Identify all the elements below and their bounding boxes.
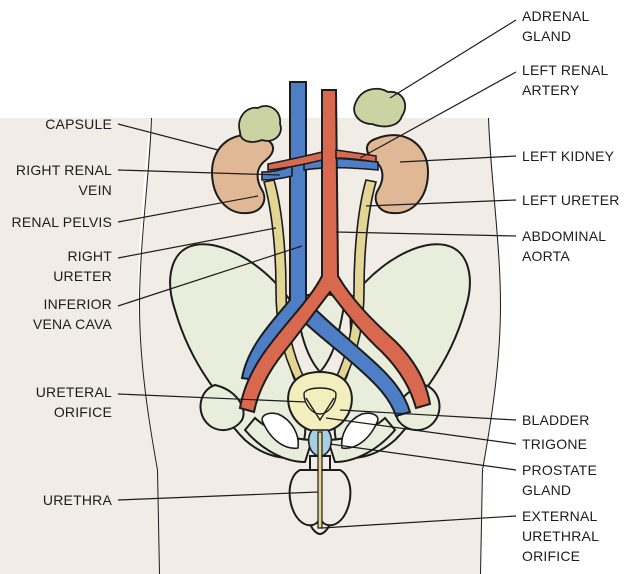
label-urethra: URETHRA bbox=[43, 490, 112, 510]
label-right-renal-vein-line-1: RIGHT RENAL bbox=[15, 162, 112, 178]
leader-right-ureter bbox=[117, 227, 277, 259]
leader-lines bbox=[117, 19, 517, 529]
label-right-renal-vein-line-2: VEIN bbox=[78, 182, 112, 198]
label-renal-pelvis-line-1: RENAL PELVIS bbox=[11, 214, 112, 230]
label-external-urethral-orifice-line-1: EXTERNAL bbox=[522, 508, 598, 524]
leader-left-kidney bbox=[399, 155, 517, 163]
label-left-ureter-line-1: LEFT URETER bbox=[522, 192, 620, 208]
abdominal-aorta bbox=[238, 89, 432, 414]
leader-left-renal-artery bbox=[359, 71, 517, 159]
label-inferior-vena-cava-line-2: VENA CAVA bbox=[32, 316, 112, 332]
bladder-inner bbox=[303, 387, 337, 415]
leader-ureteral-orifice bbox=[117, 393, 307, 403]
label-right-renal-vein: RIGHT RENAL VEIN bbox=[16, 160, 112, 200]
label-right-ureter-line-1: RIGHT bbox=[67, 248, 112, 264]
label-renal-pelvis: RENAL PELVIS bbox=[12, 212, 112, 232]
label-urethra-line-1: URETHRA bbox=[42, 492, 112, 508]
label-inferior-vena-cava-line-1: INFERIOR bbox=[43, 296, 112, 312]
right-renal-vein bbox=[261, 164, 293, 181]
leader-left-ureter bbox=[365, 199, 517, 207]
label-ureteral-orifice-line-1: URETERAL bbox=[35, 384, 112, 400]
label-adrenal-gland-line-1: ADRENAL bbox=[522, 8, 590, 24]
leader-capsule bbox=[117, 123, 219, 151]
label-external-urethral-orifice-line-2: URETHRAL bbox=[522, 528, 600, 544]
label-prostate-gland-line-1: PROSTATE bbox=[522, 462, 597, 478]
left-renal-artery bbox=[335, 149, 377, 163]
left-adrenal-gland bbox=[353, 87, 407, 128]
leader-right-renal-vein bbox=[117, 169, 281, 176]
label-ureteral-orifice-line-2: ORIFICE bbox=[53, 404, 112, 420]
label-abdominal-aorta: ABDOMINAL AORTA bbox=[522, 226, 606, 266]
label-capsule-line-1: CAPSULE bbox=[45, 116, 112, 132]
hip-joint-right bbox=[199, 383, 245, 431]
label-left-renal-artery-line-1: LEFT RENAL bbox=[522, 62, 609, 78]
label-bladder: BLADDER bbox=[522, 410, 590, 430]
label-right-ureter: RIGHT URETER bbox=[53, 246, 112, 286]
label-prostate-gland-line-2: GLAND bbox=[522, 482, 572, 498]
label-adrenal-gland: ADRENAL GLAND bbox=[522, 6, 590, 46]
label-left-renal-artery-line-2: ARTERY bbox=[522, 82, 580, 98]
leader-bladder bbox=[339, 409, 517, 421]
leader-adrenal-gland bbox=[389, 19, 517, 99]
label-bladder-line-1: BLADDER bbox=[522, 412, 590, 428]
label-abdominal-aorta-line-2: AORTA bbox=[522, 248, 570, 264]
right-adrenal-gland bbox=[238, 105, 282, 143]
leader-renal-pelvis bbox=[117, 195, 259, 223]
leader-trigone bbox=[325, 417, 517, 445]
label-left-renal-artery: LEFT RENAL ARTERY bbox=[522, 60, 609, 100]
label-abdominal-aorta-line-1: ABDOMINAL bbox=[522, 228, 607, 244]
leader-urethra bbox=[117, 491, 319, 501]
leader-inferior-vena-cava bbox=[117, 245, 303, 307]
right-renal-artery bbox=[267, 150, 323, 171]
label-capsule: CAPSULE bbox=[45, 114, 112, 134]
urethra bbox=[317, 431, 323, 529]
leader-abdominal-aorta bbox=[335, 231, 517, 237]
label-left-ureter: LEFT URETER bbox=[522, 190, 620, 210]
label-trigone-line-1: TRIGONE bbox=[522, 436, 588, 452]
label-left-kidney: LEFT KIDNEY bbox=[522, 146, 614, 166]
label-external-urethral-orifice: EXTERNAL URETHRAL ORIFICE bbox=[522, 506, 599, 566]
label-right-ureter-line-2: URETER bbox=[53, 268, 112, 284]
label-prostate-gland: PROSTATE GLAND bbox=[522, 460, 597, 500]
obturator-right bbox=[261, 412, 300, 449]
leader-prostate-gland bbox=[329, 443, 517, 471]
label-trigone: TRIGONE bbox=[522, 434, 587, 454]
label-adrenal-gland-line-2: GLAND bbox=[522, 28, 572, 44]
label-ureteral-orifice: URETERAL ORIFICE bbox=[36, 382, 112, 422]
torso-left-side bbox=[0, 118, 160, 574]
leader-external-urethral-orifice bbox=[321, 515, 517, 529]
label-inferior-vena-cava: INFERIOR VENA CAVA bbox=[33, 294, 112, 334]
label-left-kidney-line-1: LEFT KIDNEY bbox=[522, 148, 615, 164]
label-external-urethral-orifice-line-3: ORIFICE bbox=[522, 548, 581, 564]
trigone-region bbox=[305, 397, 335, 422]
